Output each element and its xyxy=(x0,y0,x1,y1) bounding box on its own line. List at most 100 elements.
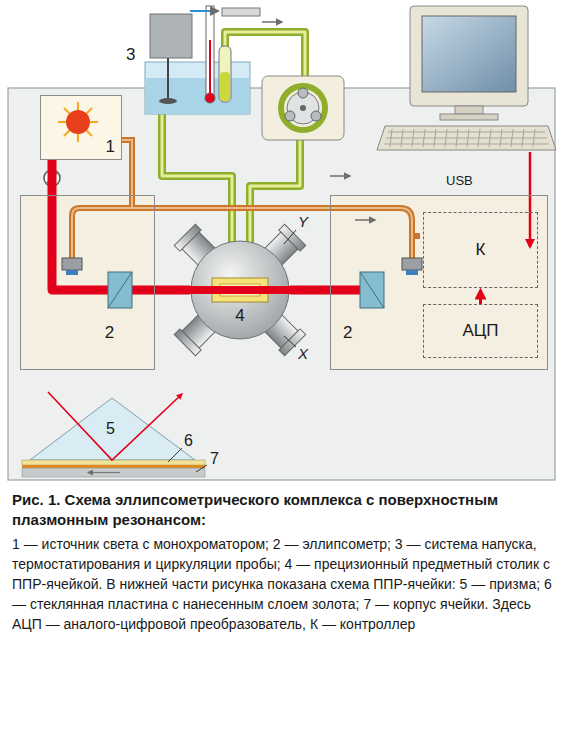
sun-lamp xyxy=(66,110,90,134)
computer xyxy=(445,129,447,147)
spr-cell xyxy=(30,398,195,460)
device-box: 3 xyxy=(124,44,146,73)
stage-knob xyxy=(174,224,201,251)
sun-lamp xyxy=(58,102,98,142)
computer xyxy=(529,152,532,247)
peristaltic-pump xyxy=(300,105,306,111)
callout-number: 5 xyxy=(106,420,115,438)
device-box: АЦП xyxy=(423,304,538,358)
spr-cell xyxy=(168,448,182,462)
thermostat xyxy=(145,78,250,114)
computer xyxy=(377,6,556,247)
callout-number: 6 xyxy=(184,432,193,450)
peristaltic-pump xyxy=(281,86,325,130)
thermostat xyxy=(145,6,260,114)
sun-lamp xyxy=(64,108,92,136)
callout-number: 4 xyxy=(235,307,244,326)
signal-cable xyxy=(122,140,412,262)
device-box: 2 xyxy=(20,195,155,370)
flow-arrow xyxy=(262,21,282,23)
optics xyxy=(66,270,78,275)
device-box: 1 xyxy=(40,95,122,160)
signal-cable xyxy=(72,208,132,258)
axis-label: X xyxy=(298,346,308,363)
computer xyxy=(422,16,516,92)
callout-number: К xyxy=(476,241,486,260)
computer xyxy=(440,114,498,120)
computer xyxy=(522,129,524,147)
signal-cable xyxy=(122,140,412,262)
thermostat xyxy=(220,72,230,101)
box-fills xyxy=(20,195,155,370)
laser-beam xyxy=(190,286,290,294)
optics xyxy=(360,272,384,308)
spr-cell xyxy=(22,468,205,477)
spr-cell xyxy=(22,392,207,477)
stage-knob xyxy=(174,329,201,356)
computer xyxy=(456,129,458,147)
sun-lamp xyxy=(64,108,92,136)
peristaltic-pump xyxy=(285,88,321,121)
callout-number: АЦП xyxy=(462,322,498,341)
signal-name: USB xyxy=(446,174,473,188)
spr-cell xyxy=(196,465,207,472)
stage-disk xyxy=(191,241,289,339)
thermostat xyxy=(167,58,169,100)
caption-body: 1 — источник света с монохроматором; 2 —… xyxy=(12,534,553,634)
optics xyxy=(108,272,132,308)
thermostat xyxy=(159,98,177,104)
signal-cable xyxy=(72,208,132,258)
leader-line xyxy=(284,336,296,347)
axis-label: Y xyxy=(298,214,308,231)
computer xyxy=(489,129,491,147)
computer xyxy=(384,129,549,147)
thermostat xyxy=(209,40,211,95)
thermostat xyxy=(222,8,260,16)
computer xyxy=(390,129,392,147)
spr-cell xyxy=(22,465,205,468)
flow-arrow xyxy=(355,219,375,221)
spr-cell xyxy=(48,392,182,460)
callout-number: 2 xyxy=(343,324,352,343)
laser-beam xyxy=(155,286,190,295)
spr-cell xyxy=(88,472,120,473)
caption: Рис. 1. Схема эллипсометрического компле… xyxy=(12,490,553,530)
frame xyxy=(8,88,555,480)
computer xyxy=(500,129,502,147)
laser-beam xyxy=(290,286,330,295)
computer xyxy=(511,129,513,147)
device-box: 2 К АЦП xyxy=(330,195,548,370)
box-fills xyxy=(330,195,548,370)
peristaltic-pump xyxy=(262,76,344,140)
frame xyxy=(8,88,555,480)
peristaltic-pump xyxy=(311,111,321,121)
computer xyxy=(410,6,528,106)
computer xyxy=(533,129,535,147)
leader-line xyxy=(284,230,296,244)
callout-number: 3 xyxy=(126,46,135,65)
laser-beam xyxy=(48,160,57,195)
box-fills xyxy=(40,95,122,160)
signal-arrow xyxy=(479,290,482,304)
peristaltic-pump xyxy=(262,76,344,140)
optics xyxy=(360,272,384,308)
green-tube xyxy=(250,140,300,243)
computer xyxy=(377,126,556,150)
thermostat xyxy=(150,14,192,58)
computer xyxy=(401,129,403,147)
spr-cell xyxy=(22,460,205,465)
thermostat xyxy=(219,46,231,102)
computer xyxy=(412,129,414,147)
signal-cable xyxy=(412,233,420,239)
computer xyxy=(478,129,480,147)
stage-circle: 4 xyxy=(190,240,290,340)
device-box: К xyxy=(423,212,538,288)
peristaltic-pump xyxy=(298,88,308,98)
laser-beam xyxy=(52,195,155,290)
computer xyxy=(388,132,545,133)
computer xyxy=(467,129,469,147)
computer xyxy=(455,106,483,114)
callout-number: 7 xyxy=(210,450,219,468)
computer xyxy=(423,129,425,147)
